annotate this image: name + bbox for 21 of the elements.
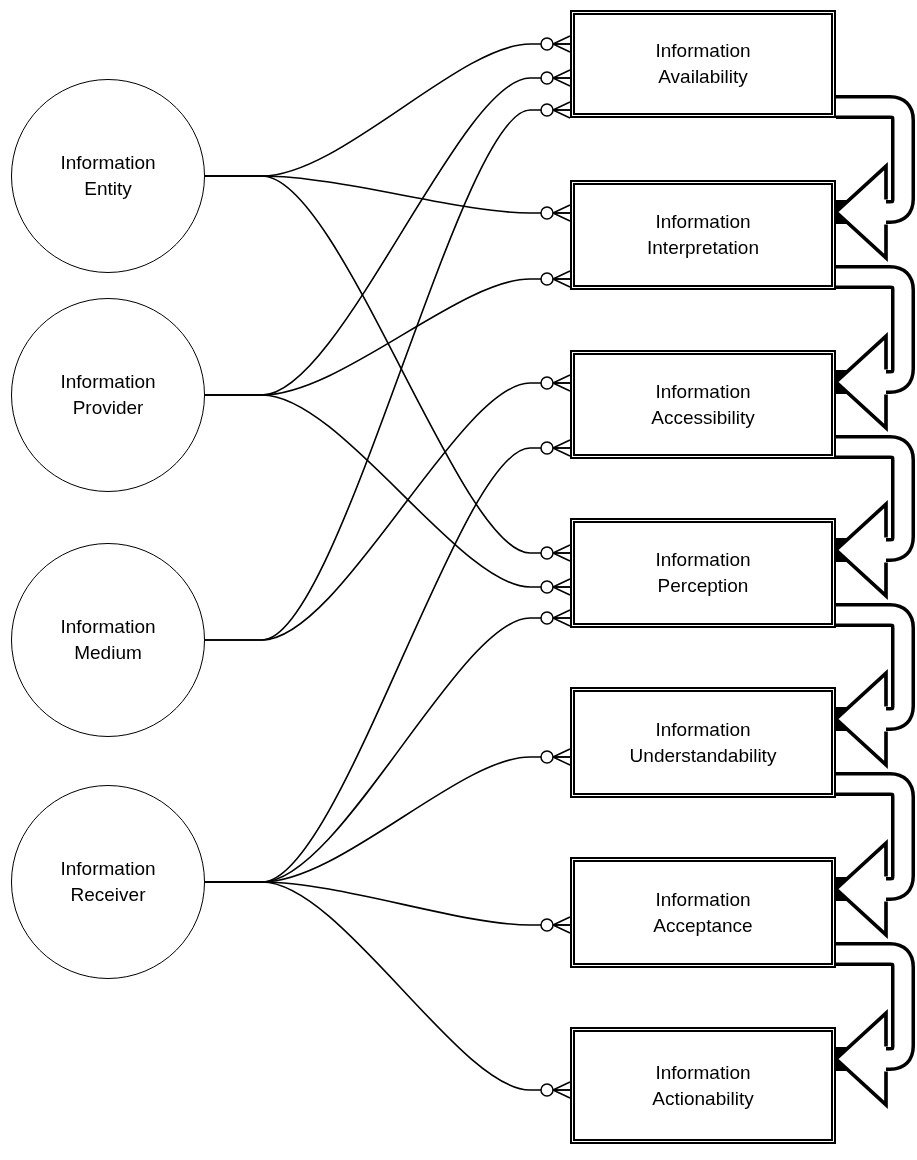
- node-label: Information Receiver: [59, 857, 157, 907]
- node-label: Information Medium: [59, 615, 157, 665]
- node-label: Information Perception: [654, 548, 752, 598]
- node-label: Information Accessibility: [650, 379, 756, 430]
- node-label: Information Interpretation: [646, 210, 760, 260]
- process-box: [570, 687, 836, 798]
- node-label: Information Acceptance: [652, 887, 754, 938]
- process-box: [570, 857, 836, 968]
- node-label: Information Availability: [654, 39, 752, 89]
- connector-line: [204, 374, 571, 641]
- node-label: Information Actionability: [651, 1060, 755, 1111]
- connector-line: [204, 175, 571, 562]
- node-label: Information Entity: [59, 151, 157, 201]
- process-box: [570, 10, 836, 118]
- process-box: [570, 180, 836, 290]
- process-box: [570, 350, 836, 459]
- node-label: Information Understandability: [628, 717, 778, 768]
- process-box: [570, 1027, 836, 1144]
- connector-line: [204, 394, 571, 596]
- node-label: Information Provider: [59, 370, 157, 420]
- process-box: [570, 518, 836, 628]
